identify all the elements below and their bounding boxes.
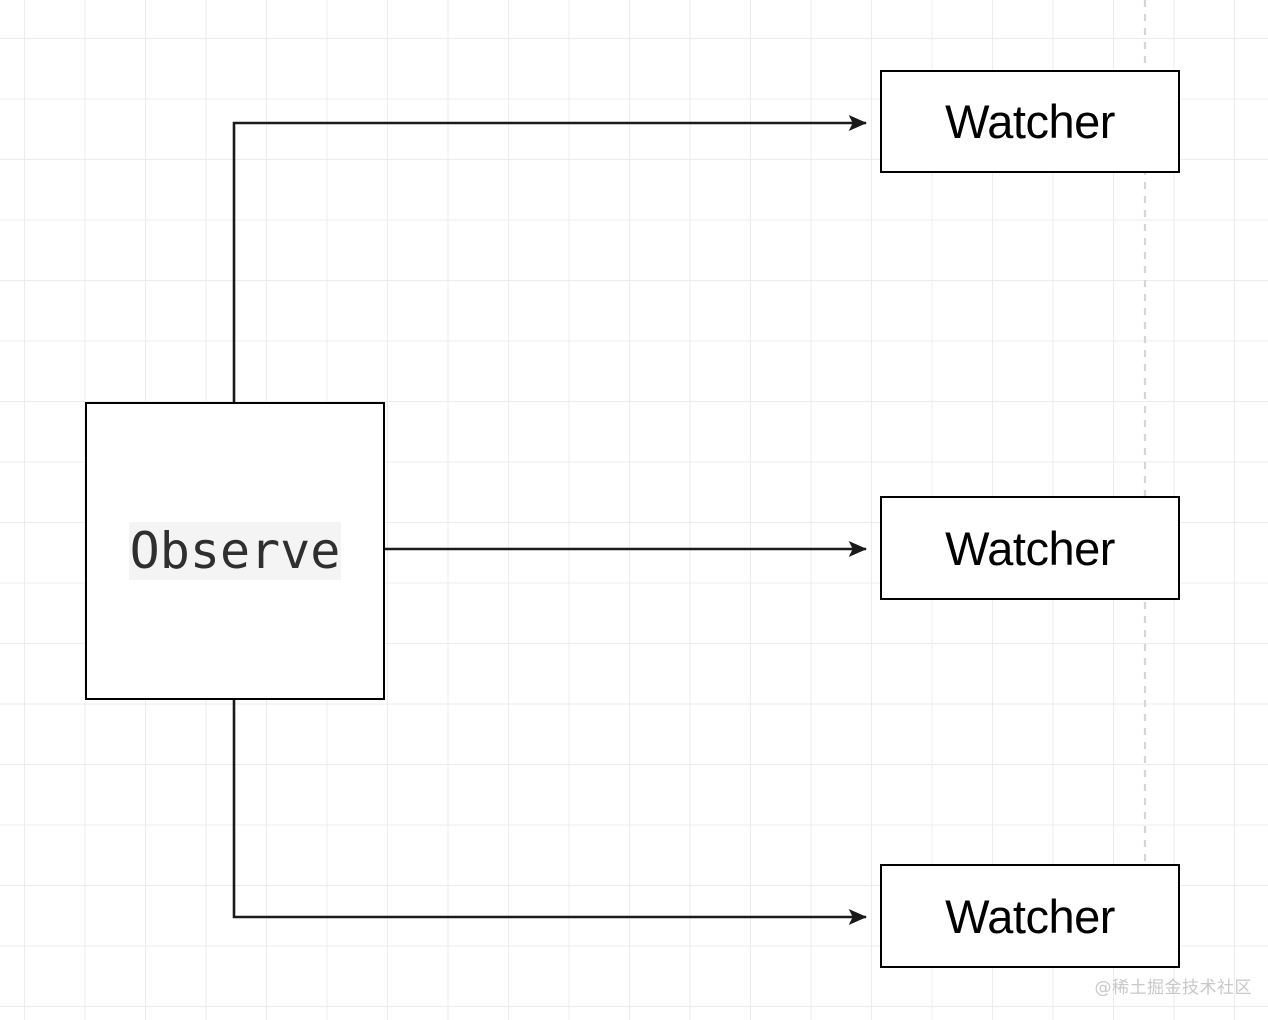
node-watcher-top-label: Watcher (945, 95, 1115, 148)
node-watcher-bottom[interactable]: Watcher (880, 864, 1180, 968)
watermark-text: @稀土掘金技术社区 (1094, 978, 1252, 998)
node-watcher-bottom-label: Watcher (945, 889, 1115, 943)
connector-observe-to-watcher-top (232, 114, 867, 402)
node-watcher-top[interactable]: Watcher (880, 70, 1180, 173)
node-observe[interactable]: Observe (85, 402, 385, 700)
node-watcher-middle[interactable]: Watcher (880, 496, 1180, 600)
connector-observe-to-watcher-bottom (232, 700, 867, 926)
node-watcher-middle-label: Watcher (945, 521, 1115, 575)
node-observe-label: Observe (128, 522, 342, 580)
